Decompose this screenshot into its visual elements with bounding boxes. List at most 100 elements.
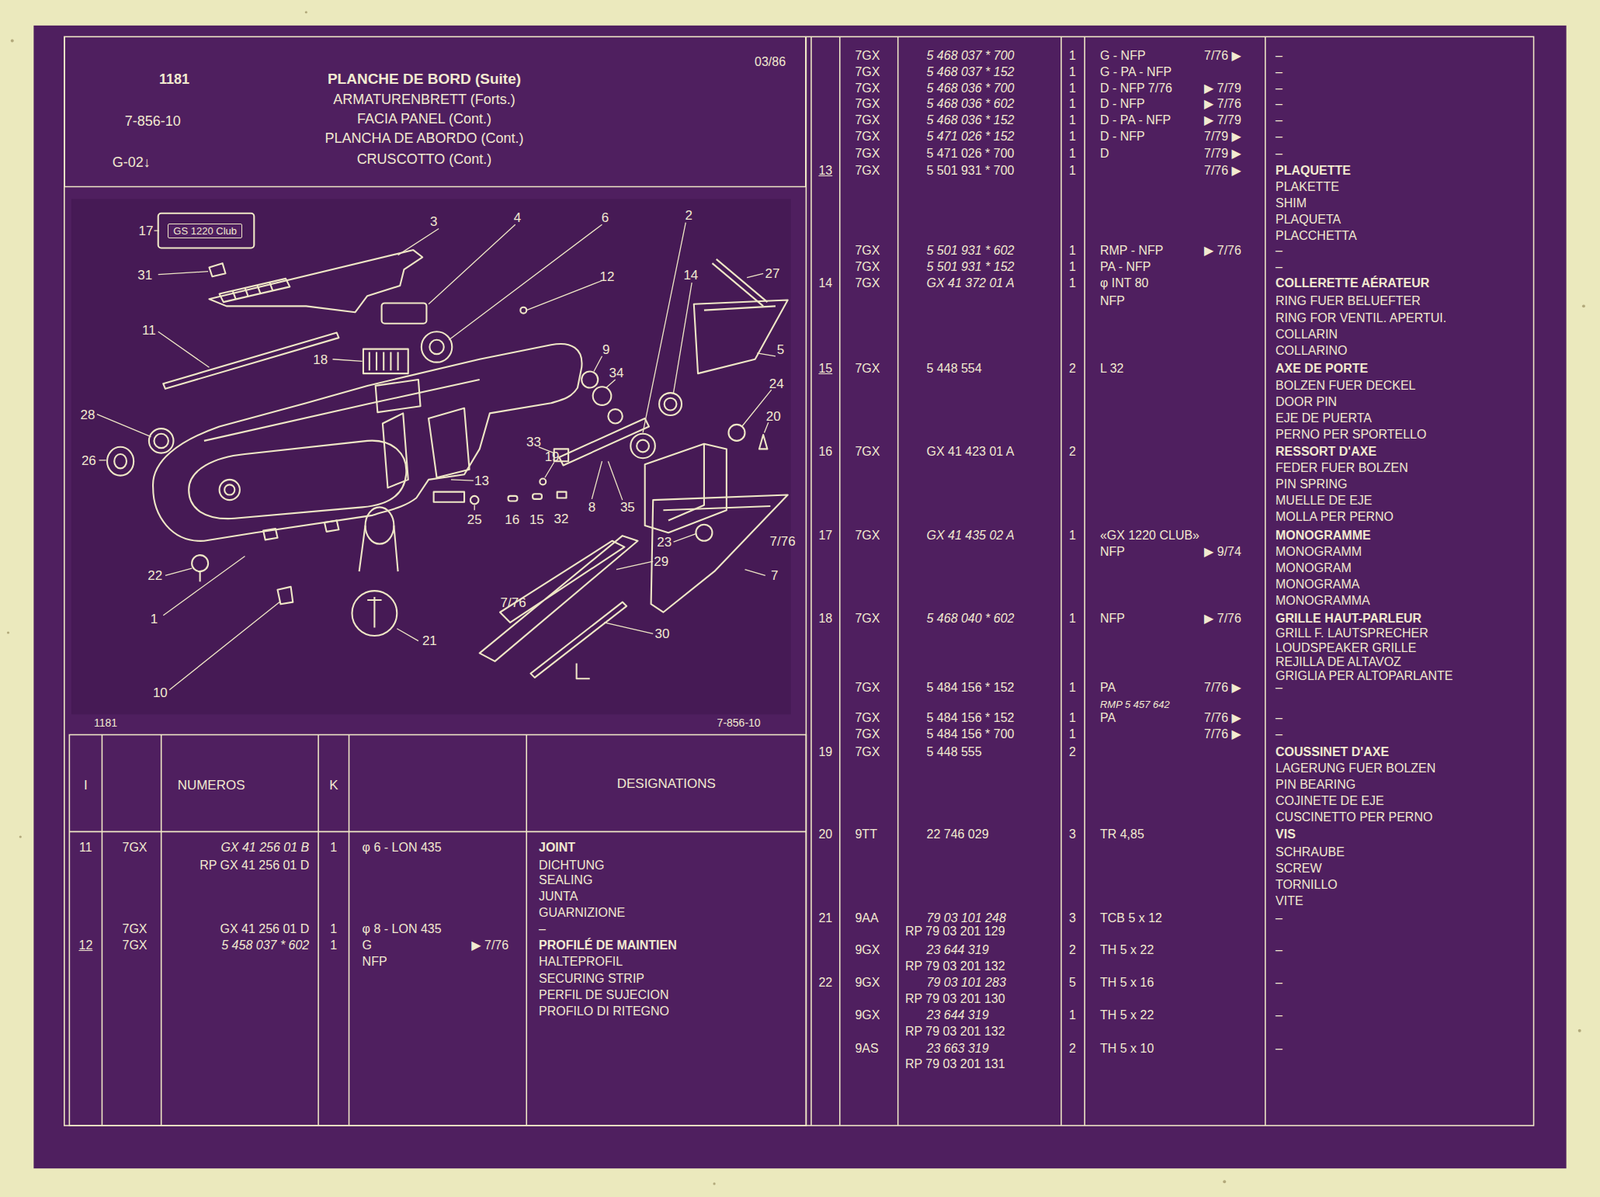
edition-date: 03/86	[754, 55, 786, 69]
replacement-number: RP 79 03 201 131	[905, 1058, 1006, 1071]
designation: –	[1275, 244, 1283, 257]
part-number: RP GX 41 256 01 D	[199, 859, 309, 872]
group-code: 7GX	[854, 82, 880, 95]
callout-number: 10	[152, 686, 168, 700]
designation: GRILL F. LAUTSPRECHER	[1275, 627, 1429, 640]
quantity: 1	[1068, 82, 1076, 95]
sheet-number: 1181	[93, 717, 118, 729]
designation: REJILLA DE ALTAVOZ	[1275, 655, 1402, 669]
figure-number: 7-856-10	[124, 114, 181, 129]
designation: –	[1275, 82, 1283, 95]
note: NFP	[362, 955, 388, 969]
group-code: 9GX	[854, 976, 880, 990]
part-number: 5 448 555	[926, 746, 982, 759]
group-code: 9AS	[854, 1042, 879, 1056]
date-range: 7/79 ▶	[1204, 130, 1242, 143]
part-number: 5 484 156 * 152	[926, 681, 1014, 695]
designation: LOUDSPEAKER GRILLE	[1275, 642, 1417, 655]
designation: –	[1275, 1042, 1283, 1056]
part-number: 5 484 156 * 700	[926, 728, 1014, 741]
designation: MONOGRAMA	[1275, 578, 1360, 591]
designation: FEDER FUER BOLZEN	[1275, 461, 1409, 475]
item-number: 19	[818, 746, 833, 759]
group-code: 7GX	[854, 97, 880, 111]
designation: PLACCHETTA	[1275, 229, 1358, 243]
callout-number: 8	[588, 500, 596, 514]
group-code: 7GX	[854, 164, 880, 178]
part-number: 5 471 026 * 152	[926, 130, 1014, 143]
designation: –	[1275, 65, 1283, 79]
designation: SCHRAUBE	[1275, 846, 1345, 859]
quantity: 1	[1068, 49, 1076, 63]
note: φ 8 - LON 435	[362, 923, 442, 936]
designation: –	[1275, 130, 1283, 143]
part-number: 5 468 037 * 700	[926, 49, 1014, 63]
designation: GRIGLIA PER ALTOPARLANTE	[1275, 669, 1454, 683]
date-range: ▶ 7/79	[1204, 82, 1242, 95]
column-header: DESIGNATIONS	[617, 777, 716, 791]
group-code: 7GX	[854, 244, 880, 257]
part-number: 5 468 036 * 602	[926, 97, 1014, 111]
date-range: ▶ 7/76	[1204, 612, 1242, 625]
quantity: 1	[329, 939, 337, 952]
quantity: 1	[1068, 65, 1076, 79]
quantity: 1	[329, 841, 337, 854]
group-code: 7GX	[854, 746, 880, 759]
callout-number: 30	[655, 627, 670, 641]
part-number: 5 501 931 * 152	[926, 260, 1014, 274]
quantity: 1	[1068, 114, 1076, 127]
callout-number: 7/76	[500, 595, 527, 609]
group-code: 9GX	[854, 944, 880, 957]
callout-number: 2	[684, 208, 692, 223]
designation: PERFIL DE SUJECION	[538, 989, 669, 1002]
item-number: 22	[818, 976, 833, 990]
quantity: 1	[1068, 244, 1076, 257]
designation: SECURING STRIP	[538, 972, 645, 986]
sheet-number: 1181	[159, 72, 190, 87]
group-code: 9TT	[854, 828, 877, 841]
date-range: ▶ 7/76	[1204, 97, 1242, 111]
part-number: 5 501 931 * 700	[926, 164, 1014, 178]
part-number: 23 644 319	[926, 944, 989, 957]
callout-number: 35	[620, 500, 636, 514]
quantity: 2	[1068, 1042, 1076, 1056]
designation: DICHTUNG	[538, 859, 604, 872]
quantity: 2	[1068, 445, 1076, 459]
designation-heading: RESSORT D'AXE	[1275, 445, 1377, 459]
designation-heading: PROFILÉ DE MAINTIEN	[538, 939, 677, 952]
callout-number: 22	[147, 569, 163, 583]
quantity: 1	[329, 923, 337, 936]
callout-number: 3	[430, 215, 438, 229]
quantity: 1	[1068, 97, 1076, 111]
item-number: 13	[818, 164, 833, 178]
designation: VITE	[1275, 895, 1304, 908]
part-number: 5 458 037 * 602	[221, 939, 309, 952]
note: D - PA - NFP	[1100, 114, 1171, 127]
group-code: 7GX	[854, 612, 880, 625]
designation: –	[1275, 728, 1283, 741]
date-range: ▶ 7/76	[471, 939, 509, 952]
callout-number: 5	[777, 342, 785, 356]
callout-number: 32	[553, 511, 569, 525]
designation-heading: GRILLE HAUT-PARLEUR	[1275, 612, 1422, 625]
date-range: ▶ 7/79	[1204, 114, 1242, 127]
part-number: GX 41 423 01 A	[926, 445, 1014, 459]
quantity: 1	[1068, 277, 1076, 290]
designation: –	[1275, 711, 1283, 725]
designation: HALTEPROFIL	[538, 955, 623, 969]
designation: –	[1275, 976, 1283, 990]
note: RMP - NFP	[1100, 244, 1163, 257]
callout-number: 20	[766, 409, 781, 424]
plate-text: GS 1220 Club	[173, 225, 237, 237]
callout-number: 11	[142, 322, 157, 337]
designation: COLLARINO	[1275, 344, 1347, 358]
designation: –	[1275, 49, 1283, 63]
part-number: 23 644 319	[926, 1009, 989, 1022]
callout-number: 9	[602, 342, 610, 356]
replacement-number: RP 79 03 201 130	[905, 992, 1006, 1006]
note: G	[362, 939, 372, 952]
quantity: 5	[1068, 976, 1076, 990]
callout-number: 7/76	[770, 534, 796, 548]
callout-number: 13	[474, 474, 490, 488]
designation: –	[1275, 1009, 1283, 1022]
